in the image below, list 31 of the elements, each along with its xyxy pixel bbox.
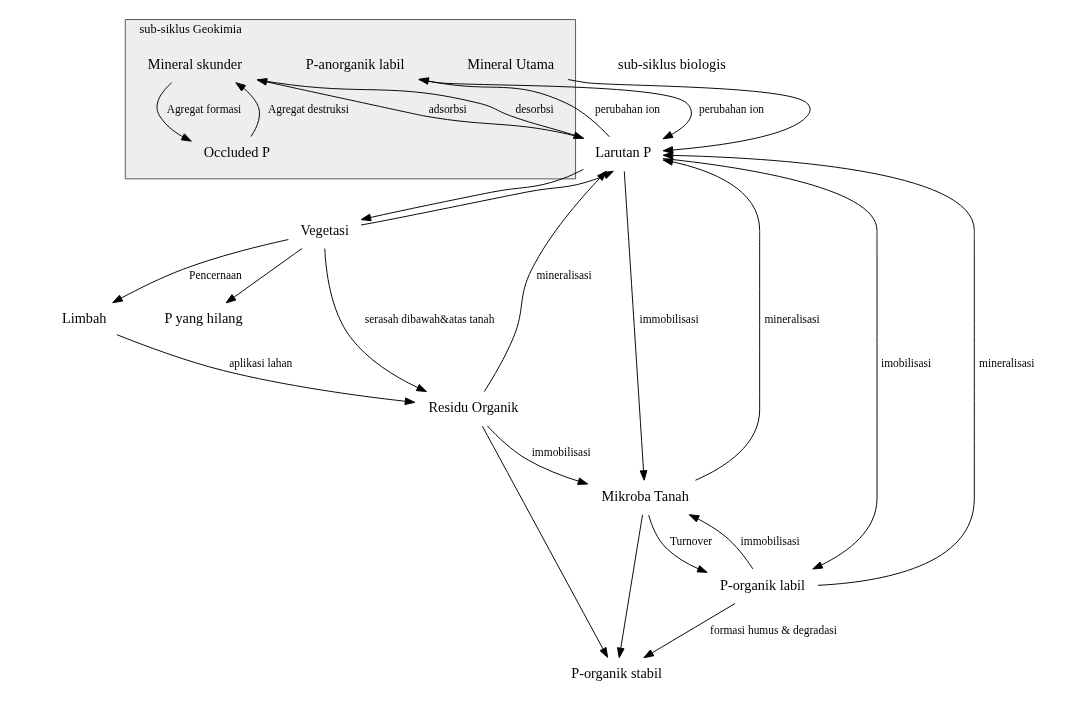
edge-label: immobilisasi [740,534,800,547]
edge-label: aplikasi lahan [228,357,292,370]
node-text: P-organik stabil [570,665,662,682]
node-text: Residu Organik [428,399,518,416]
node-text: Larutan P [594,144,651,161]
edge-label: desorbsi [514,102,554,115]
edge-label: mineralisasi [535,268,592,281]
edge-label: immobilisasi [531,446,591,459]
node-text: Mikroba Tanah [601,487,689,504]
edge-label: formasi humus & degradasi [709,623,837,636]
edge-label: mineralisasi [763,313,820,325]
edge-label: immobilisasi [638,313,699,325]
node-text: Limbah [61,310,106,327]
node-text: Mineral Utama [466,55,554,72]
edge-label: perubahan ion [594,102,660,115]
edge-label: mineralisasi [978,357,1034,370]
node-text: P-organik labil [719,576,805,593]
node-text: Occluded P [203,144,270,161]
node-text: P yang hilang [163,310,243,327]
edge-label: imobilisasi [880,357,931,370]
edge-label: Turnover [669,534,712,547]
edge-label: Agregat destruksi [267,102,349,115]
edge-label: Agregat formasi [166,102,241,115]
edge-label: perubahan ion [698,102,764,115]
node-text: P-anorganik labil [305,55,404,72]
label: sub-siklus biologis [617,55,726,72]
edge-label: serasah dibawah&atas tanah [364,313,494,325]
edge-label: Pencernaan [188,268,242,281]
node-text: Vegetasi [299,221,349,238]
node-text: Mineral skunder [147,55,242,72]
edge-label: adsorbsi [428,102,467,115]
